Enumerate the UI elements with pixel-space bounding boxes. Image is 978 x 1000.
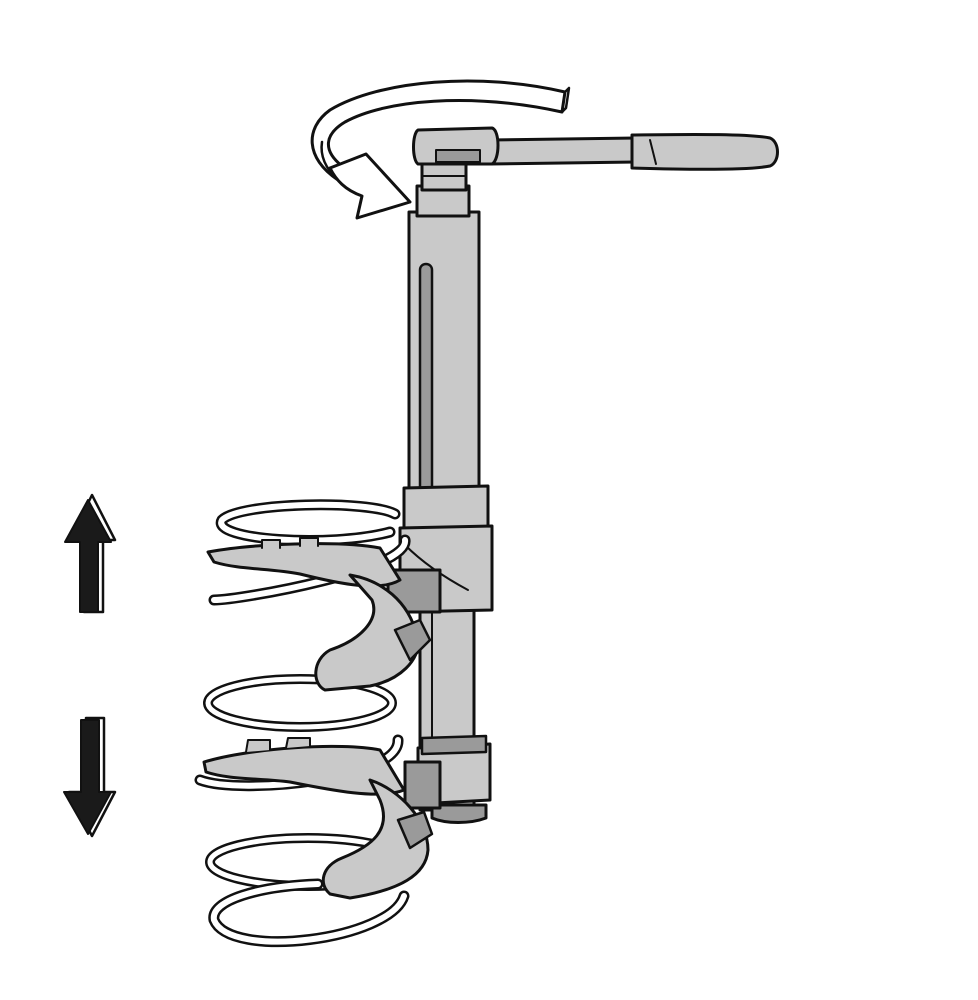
arrow-up-icon: [64, 493, 117, 614]
lower-collar: [403, 734, 492, 810]
clockwise-rotation-arrow-icon: [310, 79, 571, 220]
upper-spring-plate: [206, 537, 432, 692]
upper-collar: [386, 484, 494, 614]
lower-coil-spring: [194, 734, 410, 948]
arrow-down-icon: [63, 716, 117, 838]
lower-spring-plate: [202, 737, 434, 900]
ratchet-wrench: [412, 126, 779, 171]
upper-coil-spring: [208, 499, 411, 606]
